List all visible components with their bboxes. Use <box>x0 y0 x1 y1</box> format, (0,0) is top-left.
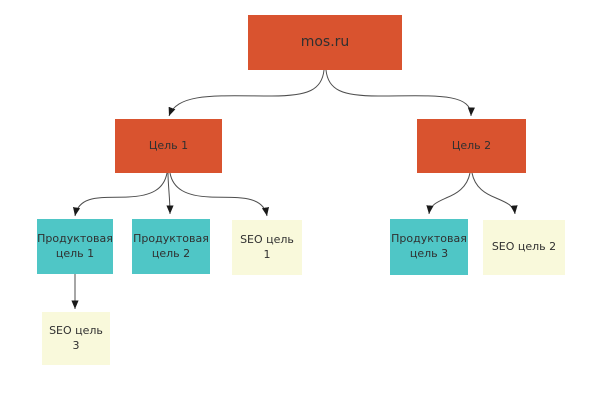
diagram-node-product-goal-2: Продуктовая цель 2 <box>132 219 210 274</box>
diagram-node-goal-1: Цель 1 <box>115 119 222 173</box>
diagram-node-seo-goal-1: SEO цель 1 <box>232 220 302 275</box>
node-label: Продуктовая цель 3 <box>391 232 467 260</box>
diagram-node-goal-2: Цель 2 <box>417 119 526 173</box>
edge-goal2-product3 <box>426 172 471 215</box>
edge-goal1-product1 <box>72 172 168 217</box>
node-label: SEO цель 3 <box>49 323 103 352</box>
edge-goal2-seo2 <box>471 172 518 215</box>
edge-goal1-seo1 <box>169 172 270 217</box>
node-label: SEO цель 2 <box>491 240 557 254</box>
diagram-node-root: mos.ru <box>248 15 402 70</box>
edge-root-goal2 <box>325 69 475 117</box>
diagram-node-seo-goal-3: SEO цель 3 <box>42 312 110 365</box>
node-label: Продуктовая цель 1 <box>37 231 113 260</box>
node-label: SEO цель 1 <box>240 232 294 261</box>
edge-goal1-product2 <box>166 172 174 215</box>
node-label: Цель 1 <box>148 138 189 152</box>
diagram-node-product-goal-3: Продуктовая цель 3 <box>390 219 468 275</box>
node-label: mos.ru <box>300 34 350 51</box>
node-label: Цель 2 <box>451 138 492 152</box>
diagram-node-product-goal-1: Продуктовая цель 1 <box>37 219 113 274</box>
node-label: Продуктовая цель 2 <box>133 231 209 260</box>
diagram-node-seo-goal-2: SEO цель 2 <box>483 220 565 275</box>
edge-root-goal1 <box>168 69 325 117</box>
